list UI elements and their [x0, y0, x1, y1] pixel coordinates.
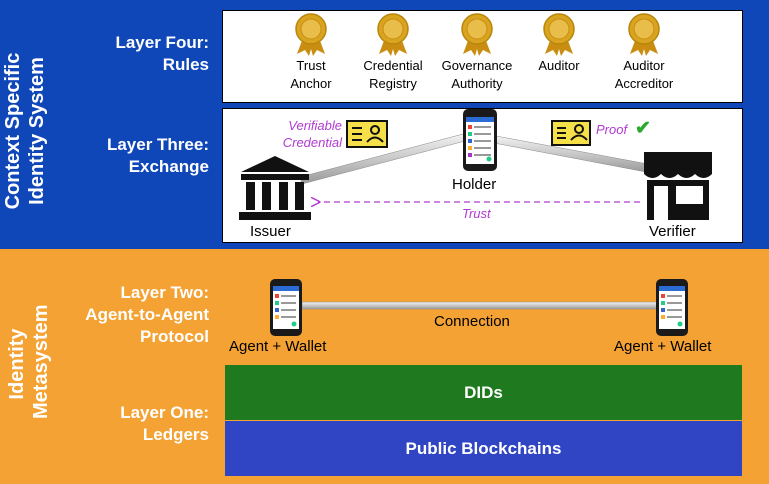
bank-icon [239, 156, 311, 220]
connection-link [301, 301, 659, 310]
connection-label: Connection [434, 313, 510, 330]
proof-check-icon: ✔ [635, 118, 651, 139]
holder-phone-icon [463, 109, 497, 171]
issuer-label: Issuer [250, 223, 291, 240]
medal-icon [377, 13, 409, 56]
agent-left-phone-icon [270, 279, 302, 336]
agent-right-phone-icon [656, 279, 688, 336]
dids-bar: DIDs [225, 365, 742, 420]
layer-one-label: Layer One: Ledgers [120, 403, 209, 444]
credential-card-icon [346, 120, 388, 148]
proof-label: Proof [596, 122, 628, 137]
store-icon [644, 152, 712, 220]
agent-right-label: Agent + Wallet [614, 338, 712, 355]
layer-four-label: Layer Four: Rules [115, 33, 209, 74]
verifier-label: Verifier [649, 223, 696, 240]
role-trust-anchor: Trust Anchor [290, 58, 332, 91]
public-blockchains-label: Public Blockchains [405, 438, 562, 458]
role-auditor-accreditor: Auditor Accreditor [614, 58, 674, 91]
medal-icon [461, 13, 493, 56]
public-blockchains-bar: Public Blockchains [225, 421, 742, 476]
medal-icon [543, 13, 575, 56]
role-credential-registry: Credential Registry [363, 58, 423, 91]
layer-three-label: Layer Three: Exchange [106, 135, 209, 176]
medal-icon [628, 13, 660, 56]
dids-label: DIDs [464, 382, 503, 402]
verifiable-credential-label: Verifiable Credential [282, 118, 342, 150]
layer-two-label: Layer Two: Agent-to-Agent Protocol [85, 283, 209, 346]
role-auditor: Auditor [538, 58, 580, 73]
role-governance-authority: Governance Authority [441, 58, 513, 91]
trust-label: Trust [462, 206, 491, 221]
medal-icon [295, 13, 327, 56]
agent-left-label: Agent + Wallet [229, 338, 327, 355]
proof-card-icon [551, 120, 591, 146]
holder-label: Holder [452, 176, 497, 193]
